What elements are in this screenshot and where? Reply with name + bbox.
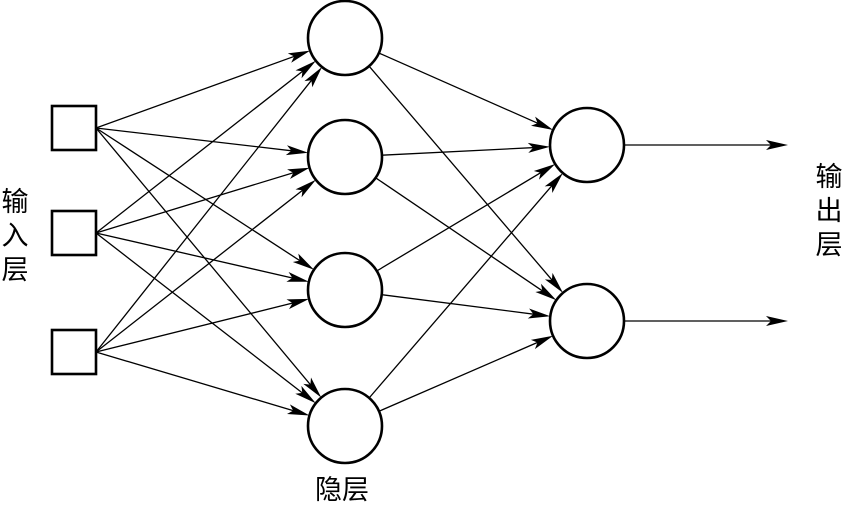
edge-input-1-hidden-1 bbox=[95, 52, 303, 129]
edge-hidden-4-output-1-arrowhead bbox=[544, 173, 563, 193]
edge-input-2-hidden-3-arrowhead bbox=[286, 272, 309, 282]
edge-input-2-hidden-4-arrowhead bbox=[295, 385, 316, 404]
edge-hidden-2-output-2-arrowhead bbox=[535, 283, 557, 301]
hidden-node-3 bbox=[306, 251, 384, 329]
edge-input-1-hidden-4 bbox=[95, 127, 317, 392]
input-node-2 bbox=[50, 209, 98, 257]
edge-hidden-1-output-2 bbox=[368, 65, 559, 288]
output-arrow-2-arrowhead bbox=[766, 316, 788, 326]
edge-hidden-3-output-1 bbox=[376, 167, 549, 272]
edge-hidden-2-output-2 bbox=[375, 177, 551, 297]
edge-hidden-3-output-2 bbox=[381, 294, 543, 316]
input-node-1 bbox=[50, 104, 98, 152]
edge-input-3-hidden-2 bbox=[95, 184, 311, 353]
hidden-node-1 bbox=[306, 0, 384, 77]
edge-hidden-4-output-2 bbox=[378, 338, 546, 412]
edge-input-1-hidden-2 bbox=[95, 127, 301, 153]
edge-input-3-hidden-1 bbox=[95, 72, 318, 353]
edge-input-2-hidden-1-arrowhead bbox=[295, 60, 316, 79]
edge-input-1-hidden-2-arrowhead bbox=[285, 145, 309, 156]
output-node-2 bbox=[548, 282, 626, 360]
edge-input-3-hidden-3 bbox=[95, 300, 302, 353]
edge-hidden-4-output-2-arrowhead bbox=[530, 335, 554, 350]
edge-input-1-hidden-3-arrowhead bbox=[292, 253, 314, 270]
edge-hidden-3-output-1-arrowhead bbox=[533, 164, 556, 180]
edge-input-2-hidden-3 bbox=[95, 232, 302, 281]
edge-hidden-1-output-1 bbox=[378, 52, 547, 128]
edge-input-3-hidden-3-arrowhead bbox=[286, 298, 310, 310]
edge-hidden-4-output-1 bbox=[368, 178, 559, 399]
edge-input-3-hidden-4-arrowhead bbox=[287, 404, 310, 416]
edges-layer bbox=[95, 50, 788, 416]
edge-hidden-2-output-1-arrowhead bbox=[527, 142, 550, 153]
edge-input-3-hidden-4 bbox=[95, 351, 303, 414]
hidden-node-2 bbox=[306, 118, 384, 196]
input-layer-label: 输入层 bbox=[1, 187, 29, 286]
edge-hidden-1-output-2-arrowhead bbox=[544, 272, 563, 293]
edge-hidden-1-output-1-arrowhead bbox=[531, 116, 554, 130]
edge-input-2-hidden-2-arrowhead bbox=[287, 167, 310, 179]
output-arrow-1-arrowhead bbox=[766, 140, 788, 150]
input-node-3 bbox=[50, 328, 98, 376]
edge-hidden-2-output-1 bbox=[381, 146, 543, 156]
edge-input-1-hidden-4-arrowhead bbox=[303, 377, 322, 398]
nodes-layer bbox=[50, 0, 626, 465]
edge-hidden-3-output-2-arrowhead bbox=[527, 308, 551, 319]
edge-input-3-hidden-2-arrowhead bbox=[295, 179, 316, 198]
edge-input-2-hidden-1 bbox=[95, 65, 311, 234]
edge-input-3-hidden-1-arrowhead bbox=[304, 67, 322, 88]
edge-input-2-hidden-4 bbox=[95, 232, 310, 399]
output-layer-label: 输出层 bbox=[815, 162, 843, 261]
edge-input-1-hidden-1-arrowhead bbox=[287, 50, 311, 63]
hidden-node-4 bbox=[306, 387, 384, 465]
edge-input-1-hidden-3 bbox=[95, 127, 308, 267]
hidden-layer-label: 隐层 bbox=[315, 475, 369, 506]
output-node-1 bbox=[548, 106, 626, 184]
edge-input-2-hidden-2 bbox=[95, 169, 303, 234]
